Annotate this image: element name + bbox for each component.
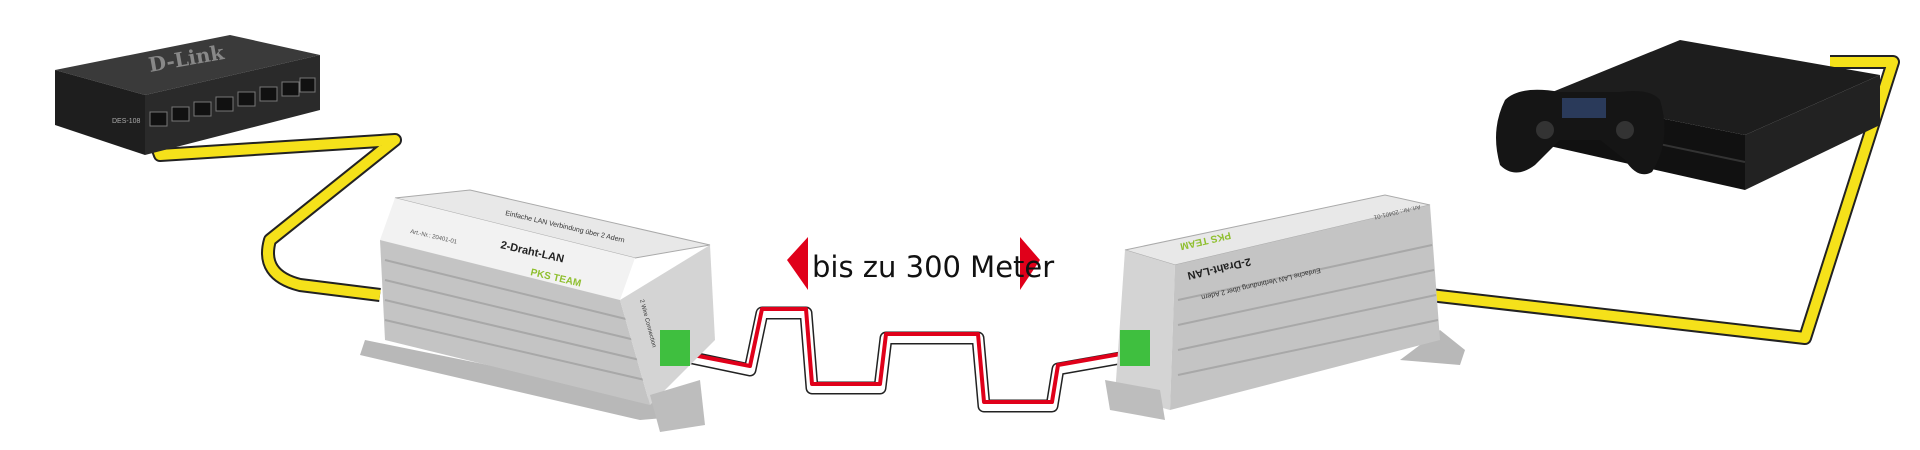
extender-right: 2-Draht-LAN Einfache LAN Verbindung über… bbox=[1105, 194, 1465, 420]
terminal-block-icon bbox=[1120, 330, 1150, 366]
gamepad-icon bbox=[1496, 89, 1665, 175]
terminal-block-icon bbox=[660, 330, 690, 366]
network-switch: D-Link DES-108 bbox=[55, 35, 320, 155]
distance-label: bis zu 300 Meter bbox=[812, 250, 1055, 284]
switch-model: DES-108 bbox=[112, 118, 141, 125]
arrow-right-icon bbox=[1020, 237, 1040, 290]
arrow-left-icon bbox=[787, 237, 808, 290]
extender-left: 2-Draht-LAN Einfache LAN Verbindung über… bbox=[360, 189, 715, 432]
